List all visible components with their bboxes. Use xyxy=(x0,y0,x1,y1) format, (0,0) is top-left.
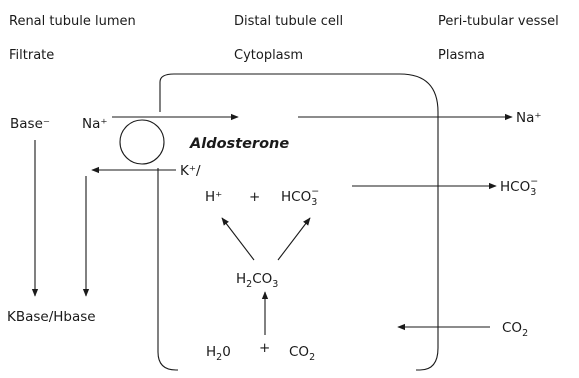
lumen-title: Renal tubule lumen xyxy=(9,14,136,29)
hydrogen-ion-label: H⁺ xyxy=(205,189,222,205)
cell-title: Distal tubule cell xyxy=(234,14,343,29)
water-label: H20 xyxy=(206,344,231,363)
lumen-subtitle: Filtrate xyxy=(9,48,54,63)
potassium-label: K⁺/ xyxy=(180,163,201,179)
bicarbonate-cell-label: HCO3− xyxy=(281,186,319,208)
vessel-subtitle: Plasma xyxy=(438,48,485,63)
vessel-title: Peri-tubular vessel xyxy=(438,14,559,29)
carbon-dioxide-plasma-label: CO2 xyxy=(502,320,528,339)
carbonic-acid-label: H2CO3 xyxy=(236,271,278,290)
aldosterone-label: Aldosterone xyxy=(189,136,289,152)
plus-sign-top: + xyxy=(249,189,260,205)
cell-membrane-left xyxy=(157,168,178,371)
plus-sign-bottom: + xyxy=(259,340,270,356)
cell-subtitle: Cytoplasm xyxy=(234,48,303,63)
transporter-circle xyxy=(119,119,165,165)
carbon-dioxide-cell-label: CO2 xyxy=(289,344,315,363)
cell-membrane-outline xyxy=(159,73,439,371)
kbase-label: KBase/Hbase xyxy=(7,309,96,325)
bicarbonate-plasma-label: HCO3− xyxy=(500,176,538,198)
sodium-in-label: Na⁺ xyxy=(82,116,108,132)
base-label: Base⁻ xyxy=(10,116,50,132)
h2co3-to-hco3-arrow xyxy=(277,217,311,261)
h2co3-to-h-arrow xyxy=(221,217,255,261)
sodium-out-label: Na⁺ xyxy=(516,110,542,126)
